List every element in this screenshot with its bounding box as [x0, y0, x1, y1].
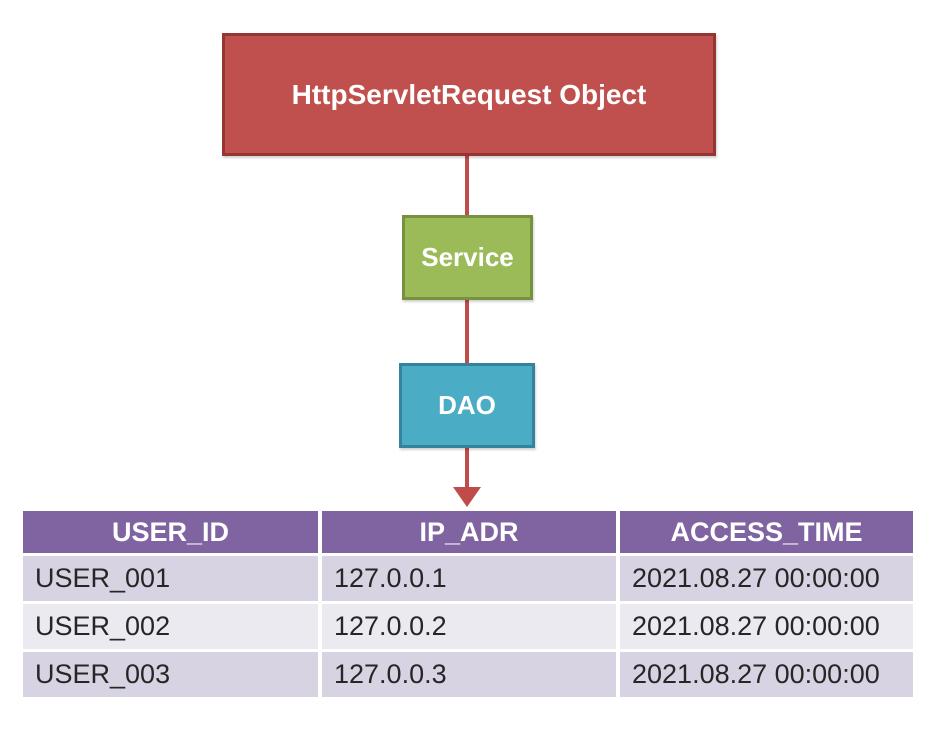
cell-value: 127.0.0.2	[334, 611, 447, 641]
cell-value: USER_002	[35, 611, 171, 641]
connector-service-to-dao	[465, 298, 469, 366]
table-cell-access-time-2: 2021.08.27 00:00:00	[620, 604, 913, 649]
table-cell-ip-adr-2: 127.0.0.2	[322, 604, 616, 649]
cell-value: 2021.08.27 00:00:00	[632, 611, 880, 641]
table-cell-user-id-2: USER_002	[23, 604, 318, 649]
node-http-servlet-request-label: HttpServletRequest Object	[291, 78, 647, 110]
table-cell-user-id-1: USER_001	[23, 556, 318, 601]
column-header-user-id-label: USER_ID	[111, 516, 230, 547]
table-cell-user-id-3: USER_003	[23, 652, 318, 697]
node-service: Service	[402, 215, 533, 300]
cell-value: 127.0.0.3	[334, 659, 447, 689]
node-http-servlet-request: HttpServletRequest Object	[222, 33, 716, 156]
access-log-table: USER_ID IP_ADR ACCESS_TIME USER_001 127.…	[23, 511, 914, 697]
arrow-down-icon	[453, 487, 481, 507]
connector-request-to-service	[465, 156, 469, 218]
column-header-access-time: ACCESS_TIME	[620, 511, 913, 553]
cell-value: USER_001	[35, 563, 171, 593]
column-header-ip-adr: IP_ADR	[322, 511, 616, 553]
column-header-ip-adr-label: IP_ADR	[419, 516, 519, 547]
node-service-label: Service	[421, 242, 514, 272]
node-dao: DAO	[399, 363, 535, 448]
table-cell-ip-adr-1: 127.0.0.1	[322, 556, 616, 601]
column-header-access-time-label: ACCESS_TIME	[670, 516, 863, 547]
cell-value: 2021.08.27 00:00:00	[632, 563, 880, 593]
connector-dao-to-table	[465, 446, 469, 490]
cell-value: 2021.08.27 00:00:00	[632, 659, 880, 689]
table-cell-access-time-1: 2021.08.27 00:00:00	[620, 556, 913, 601]
column-header-user-id: USER_ID	[23, 511, 318, 553]
cell-value: 127.0.0.1	[334, 563, 447, 593]
table-cell-ip-adr-3: 127.0.0.3	[322, 652, 616, 697]
node-dao-label: DAO	[438, 390, 496, 420]
cell-value: USER_003	[35, 659, 171, 689]
table-cell-access-time-3: 2021.08.27 00:00:00	[620, 652, 913, 697]
